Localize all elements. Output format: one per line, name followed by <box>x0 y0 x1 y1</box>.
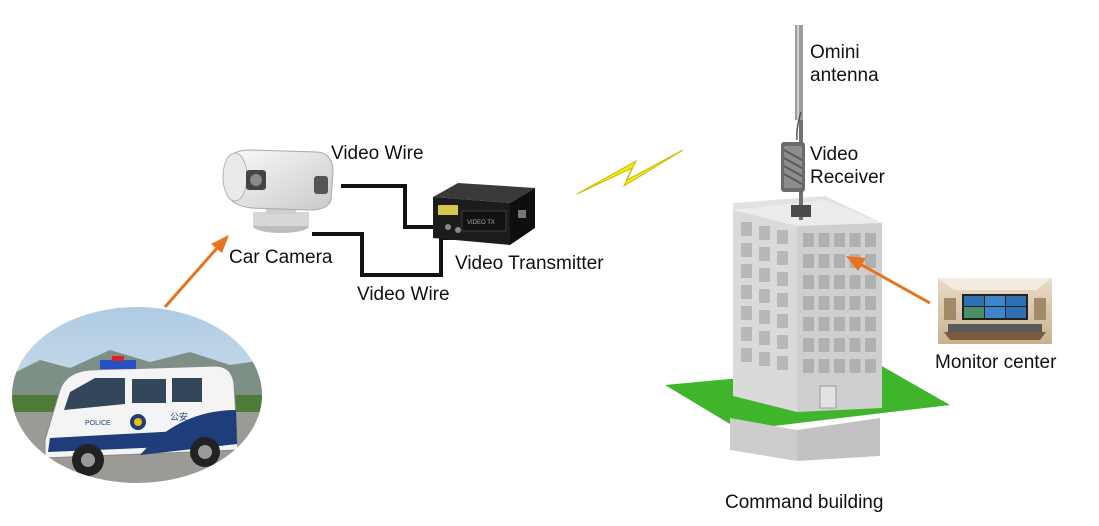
antenna-label-line2: antenna <box>810 65 879 86</box>
building-window <box>834 359 845 373</box>
building-window <box>849 359 861 373</box>
building-window <box>834 338 845 352</box>
building-window <box>777 314 788 328</box>
building-window <box>834 275 845 289</box>
building-window <box>803 296 814 310</box>
receiver-label-line1: Video <box>810 144 859 165</box>
car-camera-label: Car Camera <box>229 247 333 268</box>
building-window <box>741 222 752 236</box>
transmitter-panel-text: VIDEO TX <box>467 220 495 226</box>
building-window <box>777 251 788 265</box>
building-window <box>865 254 876 268</box>
building-window <box>803 317 814 331</box>
building-window <box>818 359 830 373</box>
command-building-label: Command building <box>725 492 884 513</box>
antenna-label-line1: Omini <box>810 42 860 63</box>
building-window <box>865 275 876 289</box>
building-window <box>741 285 752 299</box>
building-window <box>849 317 861 331</box>
building-window <box>834 233 845 247</box>
video-wire-bottom <box>312 232 455 277</box>
building-window <box>759 310 770 324</box>
building-window <box>803 233 814 247</box>
building-window <box>818 317 830 331</box>
building-window <box>803 338 814 352</box>
building-window <box>818 296 830 310</box>
building-window <box>865 317 876 331</box>
building-window <box>741 327 752 341</box>
building-window <box>759 268 770 282</box>
video-transmitter-label: Video Transmitter <box>455 253 604 274</box>
monitor-center-label: Monitor center <box>935 352 1057 373</box>
building-window <box>818 233 830 247</box>
video-wire-bottom-label: Video Wire <box>357 284 450 305</box>
building-window <box>803 359 814 373</box>
building-window <box>777 272 788 286</box>
building-window <box>777 356 788 370</box>
building-window <box>818 338 830 352</box>
video-wire-top-label: Video Wire <box>331 143 424 164</box>
building-window <box>741 243 752 257</box>
video-transmitter-device: VIDEO TX <box>433 183 535 245</box>
arrow-van-to-camera <box>163 235 229 308</box>
building-window <box>759 247 770 261</box>
building-window <box>759 352 770 366</box>
video-receiver-device <box>781 142 805 192</box>
wireless-link-lightning-icon <box>576 149 684 195</box>
building-window <box>834 296 845 310</box>
building-window <box>777 335 788 349</box>
video-wire-top <box>341 184 446 229</box>
van-chinese-text: 公安 <box>170 411 188 423</box>
receiver-label-line2: Receiver <box>810 167 885 188</box>
building-window <box>834 317 845 331</box>
car-camera <box>222 149 334 233</box>
arrow-monitor-to-building <box>846 256 931 305</box>
building-window <box>759 331 770 345</box>
police-van-photo: POLICE 公安 <box>12 307 262 483</box>
building-window <box>865 359 876 373</box>
building-window <box>834 254 845 268</box>
building-window <box>777 230 788 244</box>
building-window <box>849 296 861 310</box>
van-police-text: POLICE <box>85 420 111 427</box>
building-window <box>818 254 830 268</box>
building-window <box>741 264 752 278</box>
building-window <box>849 338 861 352</box>
building-window <box>741 306 752 320</box>
monitor-center-photo <box>938 278 1052 344</box>
building-window <box>803 254 814 268</box>
building-window <box>865 296 876 310</box>
building-window <box>818 275 830 289</box>
building-window <box>803 275 814 289</box>
building-window <box>777 293 788 307</box>
building-window <box>759 289 770 303</box>
building-window <box>849 233 861 247</box>
building-window <box>759 226 770 240</box>
building-window <box>849 275 861 289</box>
building-window <box>865 338 876 352</box>
building-window <box>741 348 752 362</box>
building-window <box>865 233 876 247</box>
